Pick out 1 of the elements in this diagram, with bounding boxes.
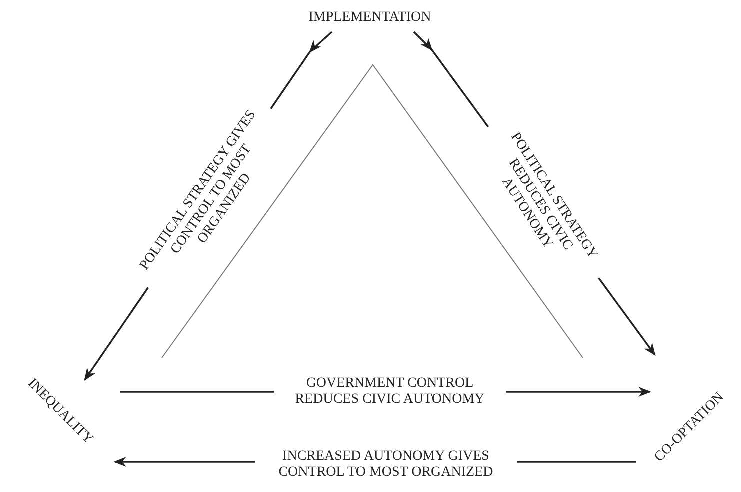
node-label: IMPLEMENTATION xyxy=(308,11,432,25)
